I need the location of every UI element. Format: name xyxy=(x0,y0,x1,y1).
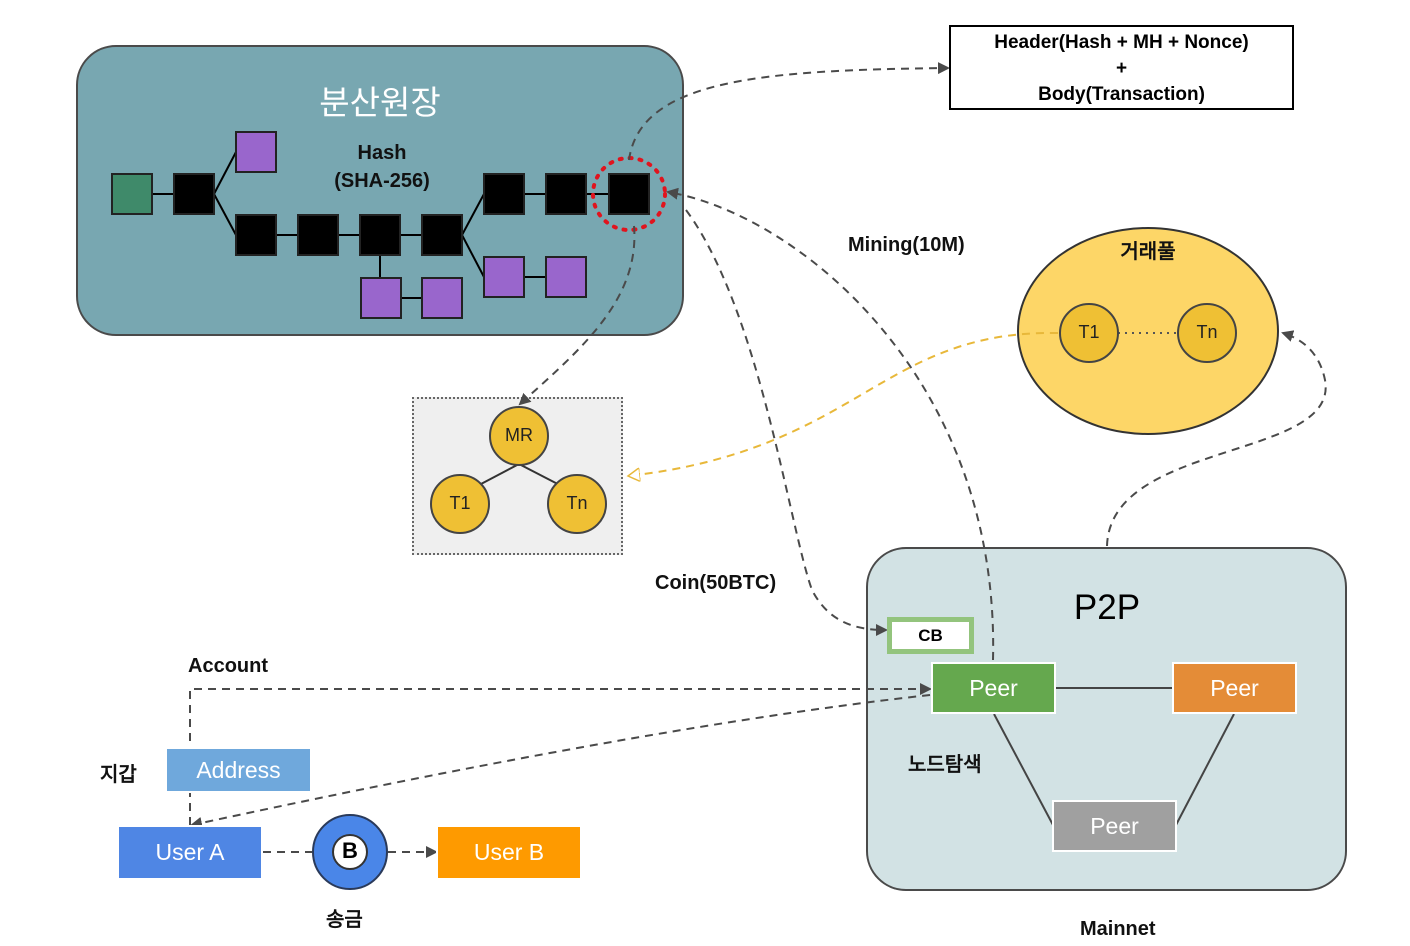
account-label: Account xyxy=(188,655,268,677)
merkle-root-node xyxy=(489,406,549,466)
block xyxy=(297,214,339,256)
coin-label: Coin(50BTC) xyxy=(655,572,777,594)
send-label: 송금 xyxy=(326,909,363,931)
block xyxy=(545,173,587,215)
peer-links xyxy=(993,687,1235,826)
mining-label: Mining(10M) xyxy=(848,234,965,256)
coin-icon xyxy=(332,834,368,870)
wallet-label: 지갑 xyxy=(100,764,137,786)
pool-node-tn xyxy=(1177,303,1237,363)
arrow-coin-to-cb xyxy=(685,209,888,636)
merkle-leaf-t1 xyxy=(430,474,490,534)
block-plus-text: + xyxy=(1115,58,1128,79)
blockchain-links xyxy=(152,151,609,299)
hash-algorithm-label: (SHA-256) xyxy=(334,170,430,192)
latest-block xyxy=(608,173,650,215)
genesis-block xyxy=(111,173,153,215)
orphan-block xyxy=(483,256,525,298)
arrow-block-to-merkle xyxy=(518,225,636,406)
address-box[interactable]: Address xyxy=(165,747,312,793)
block xyxy=(421,214,463,256)
merkle-tn-label: Tn xyxy=(566,493,588,513)
pool-t1-label: T1 xyxy=(1078,322,1100,342)
orphan-block xyxy=(421,277,463,319)
block xyxy=(359,214,401,256)
block-header-text: Header(Hash + MH + Nonce) xyxy=(994,32,1249,53)
node-discovery-label: 노드탐색 xyxy=(908,754,982,776)
mainnet-label: Mainnet xyxy=(1080,918,1156,940)
p2p-title: P2P xyxy=(1073,588,1141,627)
block xyxy=(235,214,277,256)
merkle-t1-label: T1 xyxy=(449,493,471,513)
merkle-root-label: MR xyxy=(505,425,533,445)
merkle-leaf-tn xyxy=(547,474,607,534)
orphan-block xyxy=(235,131,277,173)
arrow-block-to-structure xyxy=(628,62,950,161)
ledger-title: 분산원장 xyxy=(319,84,441,121)
pool-node-t1 xyxy=(1059,303,1119,363)
orphan-block xyxy=(545,256,587,298)
arrow-p2p-to-pool xyxy=(1106,330,1327,547)
peer-right[interactable]: Peer xyxy=(1172,662,1297,714)
arrow-pool-to-merkle xyxy=(628,331,1059,476)
arrow-mining-to-block xyxy=(666,187,995,661)
peer-main[interactable]: Peer xyxy=(931,662,1056,714)
coin-symbol: B xyxy=(342,838,358,863)
pool-tn-label: Tn xyxy=(1196,322,1218,342)
orphan-block xyxy=(360,277,402,319)
coinbase-box: CB xyxy=(887,617,974,654)
block xyxy=(173,173,215,215)
block-structure-box: Header(Hash + MH + Nonce) + Body(Transac… xyxy=(949,25,1294,110)
peer-bottom[interactable]: Peer xyxy=(1052,800,1177,852)
user-b-box[interactable]: User B xyxy=(436,825,582,880)
block xyxy=(483,173,525,215)
arrow-peer-to-user-a xyxy=(190,694,931,829)
user-a-box[interactable]: User A xyxy=(117,825,263,880)
hash-label: Hash xyxy=(357,142,407,164)
pool-title: 거래풀 xyxy=(1120,241,1176,263)
block-body-text: Body(Transaction) xyxy=(1038,84,1205,105)
